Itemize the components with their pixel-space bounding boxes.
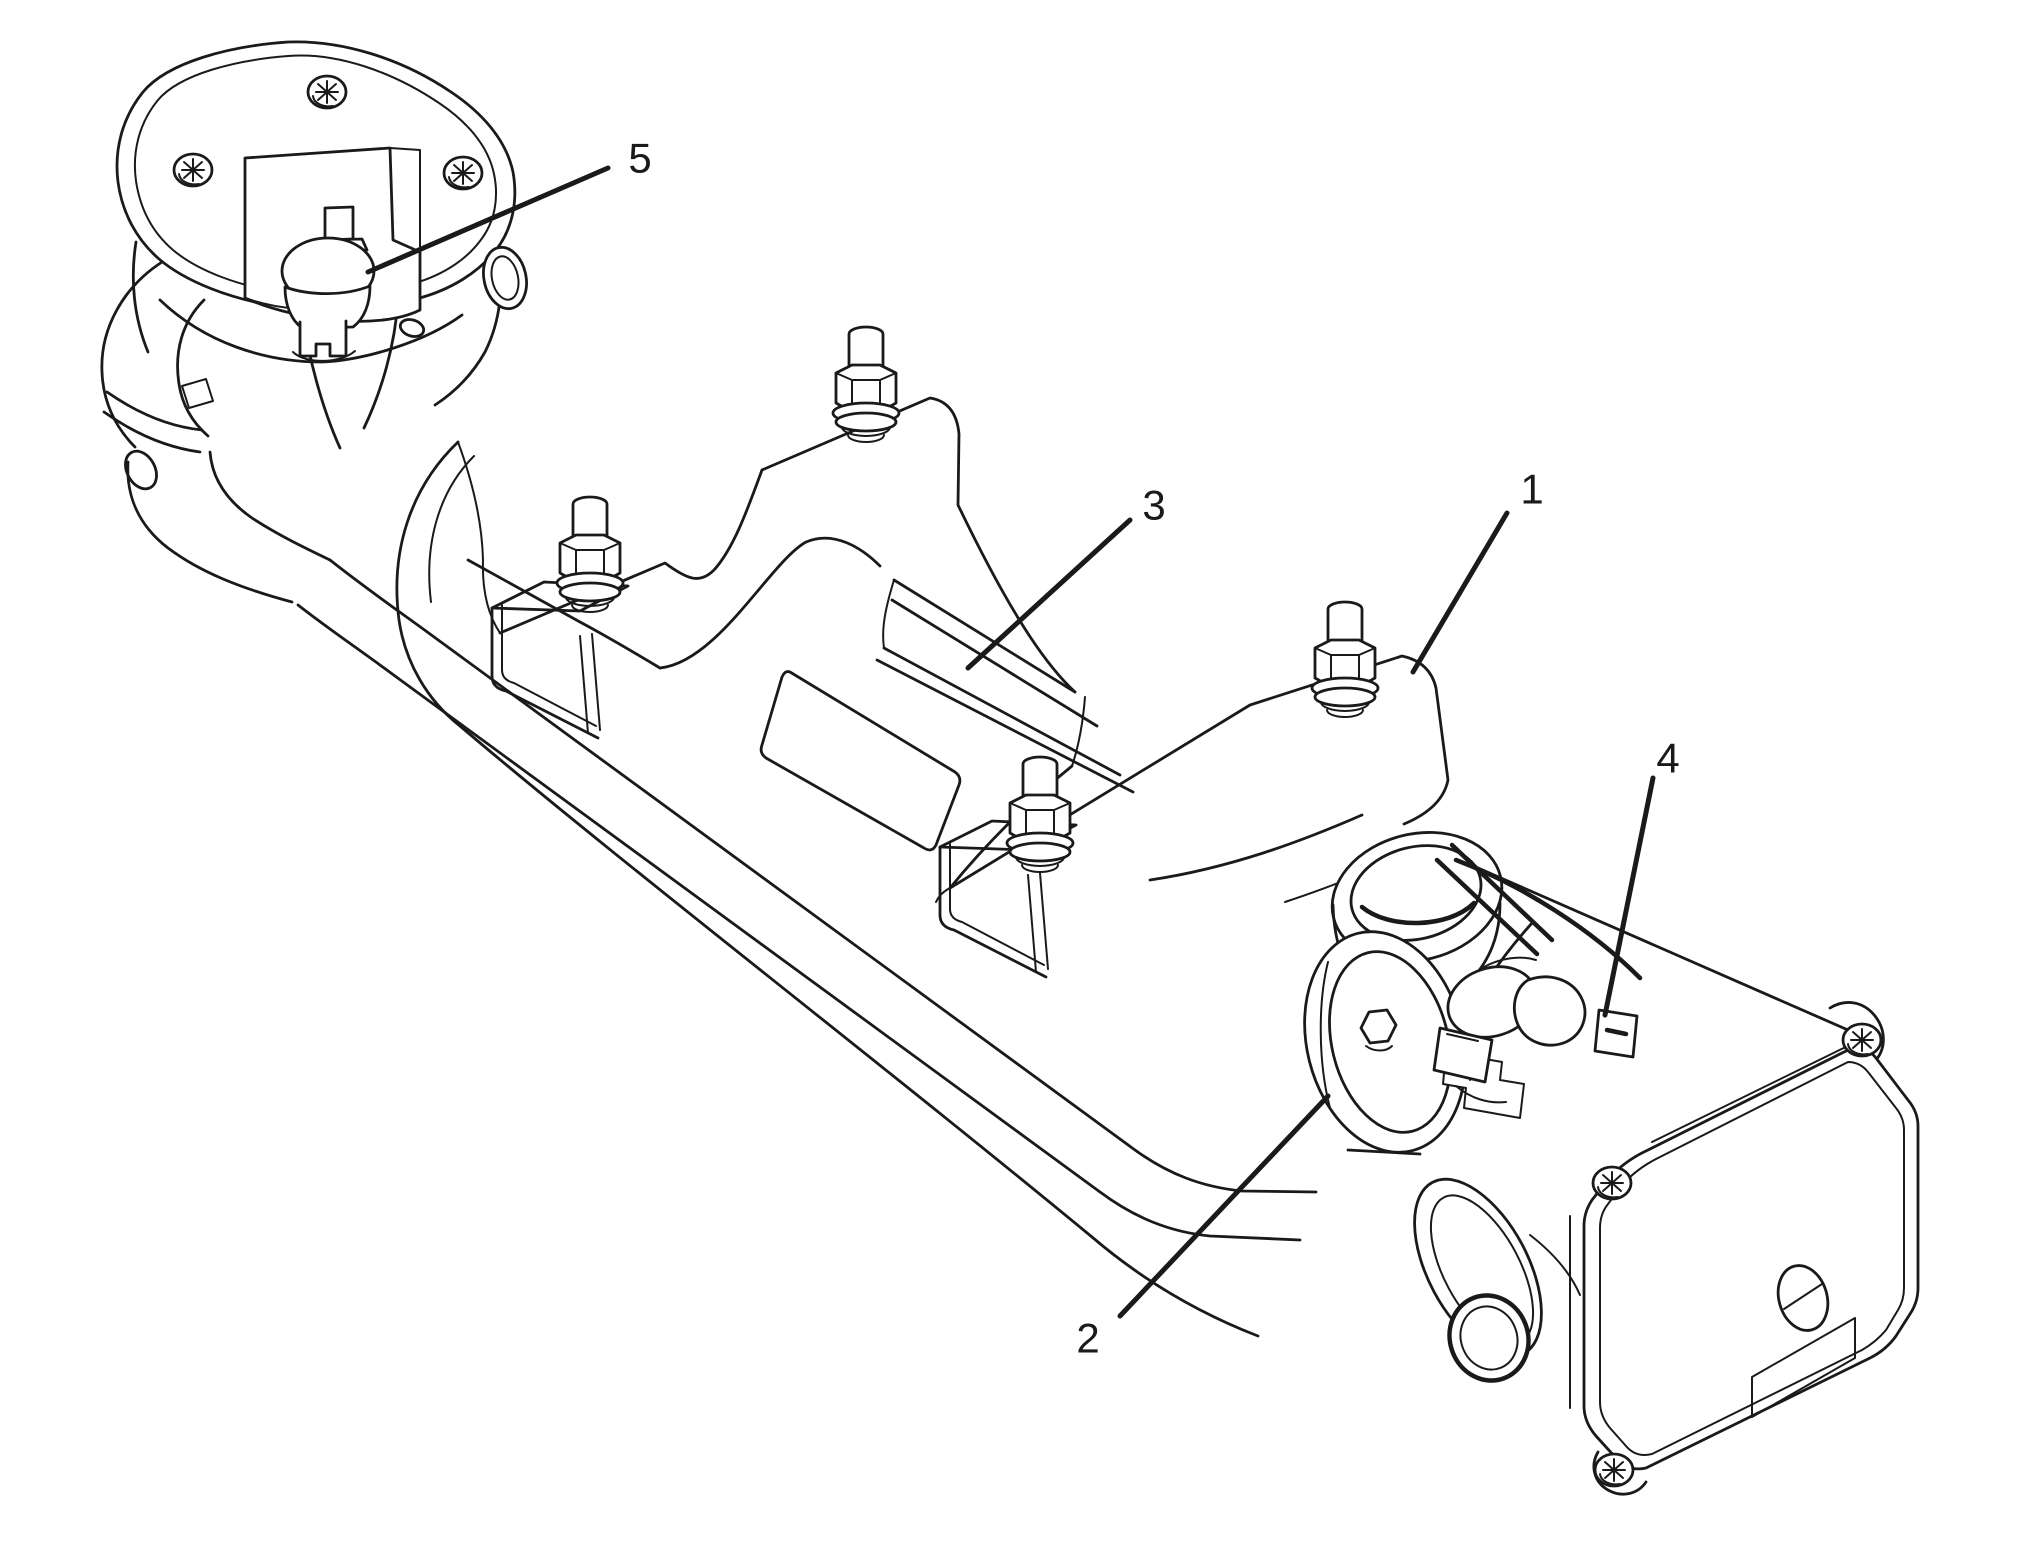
manifold-rib-section	[875, 578, 1135, 794]
manifold-flange-top-plate	[760, 396, 1077, 694]
hose-end-cap	[124, 449, 158, 491]
callout-2-leader	[1117, 1093, 1331, 1319]
manifold-top-edge	[466, 558, 662, 670]
callout-1-label: 1	[1520, 466, 1543, 513]
plate-screw-right-icon	[442, 155, 484, 191]
manifold-end-cap	[395, 440, 462, 728]
manifold-pad	[759, 670, 962, 852]
cover-lug-bottom	[1592, 1450, 1648, 1496]
cover-label-plate	[1751, 1317, 1856, 1418]
valve-sensor	[280, 205, 376, 362]
heater-unit	[1303, 842, 1920, 1496]
cover-lug-top	[1828, 1001, 1885, 1062]
hose-connector	[1413, 1177, 1581, 1383]
callout-3-leader	[965, 517, 1133, 671]
callout-3-label: 3	[1142, 482, 1165, 529]
stud-nut-4	[1310, 600, 1380, 719]
saddle-bracket-right	[938, 819, 1078, 979]
saddle-bracket-left	[490, 580, 630, 740]
cover-screw-bottom-icon	[1593, 1452, 1635, 1488]
stud-nut-2	[831, 325, 901, 444]
inlet-pipe	[296, 558, 1318, 1338]
outlet-collar	[1330, 831, 1504, 1011]
cover-screw-top-icon	[1841, 1022, 1883, 1058]
hose-clamp-band	[102, 390, 204, 454]
heater-cover	[1569, 1022, 1920, 1488]
hose-elbow	[126, 460, 294, 604]
flange-bolt-icon	[1359, 1008, 1398, 1045]
plate-port-oval-inner	[490, 255, 520, 301]
callout-5-leader	[365, 165, 611, 275]
callouts-layer: 1 2 3 4 5	[365, 135, 1680, 1362]
heater-elbow-band	[1434, 842, 1555, 957]
sensor-castle	[298, 319, 348, 358]
cover-screw-left-icon	[1591, 1165, 1633, 1201]
callout-4-label: 4	[1656, 735, 1679, 782]
manifold-arch	[658, 536, 882, 670]
callout-1-leader	[1410, 510, 1510, 675]
valve-body-bottom	[158, 298, 464, 364]
callout-2-label: 2	[1076, 1315, 1099, 1362]
hose-stub	[100, 260, 332, 604]
pipe-top-edge	[328, 558, 1318, 1194]
plate-screw-left-icon	[172, 152, 214, 188]
cover-plug	[1776, 1264, 1830, 1332]
manifold-flange-left	[498, 468, 764, 635]
callout-4-leader	[1602, 775, 1656, 1018]
manifold-lower-edge	[458, 724, 1260, 1338]
manifold	[395, 396, 1450, 903]
hose-clamp-tab	[181, 378, 214, 409]
heater-body-top-edge	[1476, 866, 1850, 1032]
stud-nut-1	[555, 495, 625, 614]
plate-port-small	[398, 318, 426, 338]
sensor-collar	[283, 284, 372, 330]
heater-sensor-cluster	[1432, 956, 1639, 1104]
heater-valve-assembly	[100, 40, 528, 604]
pipe-bottom-edge	[296, 603, 1302, 1242]
plate-screw-top-icon	[306, 74, 348, 110]
callout-5-label: 5	[628, 135, 651, 182]
